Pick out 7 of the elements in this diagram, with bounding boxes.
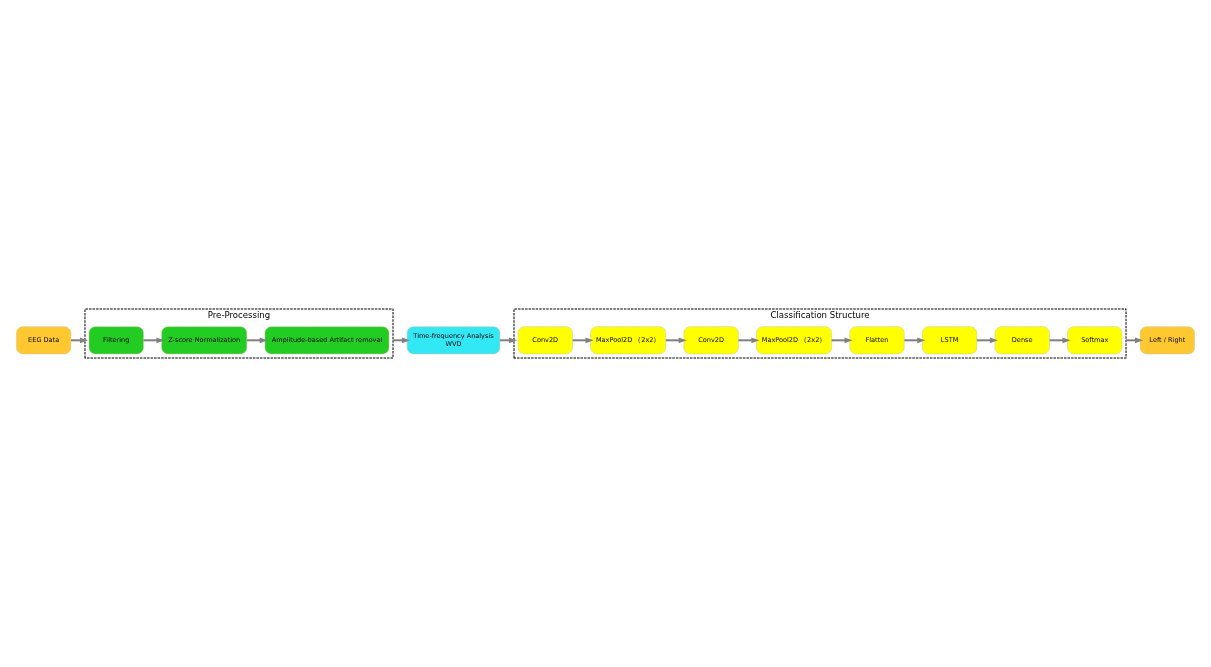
arrow [665, 337, 687, 344]
arrow [393, 337, 411, 344]
arrow [246, 337, 268, 344]
arrow [738, 337, 760, 344]
arrow [904, 337, 926, 344]
arrow [976, 337, 998, 344]
arrow [1126, 337, 1144, 344]
